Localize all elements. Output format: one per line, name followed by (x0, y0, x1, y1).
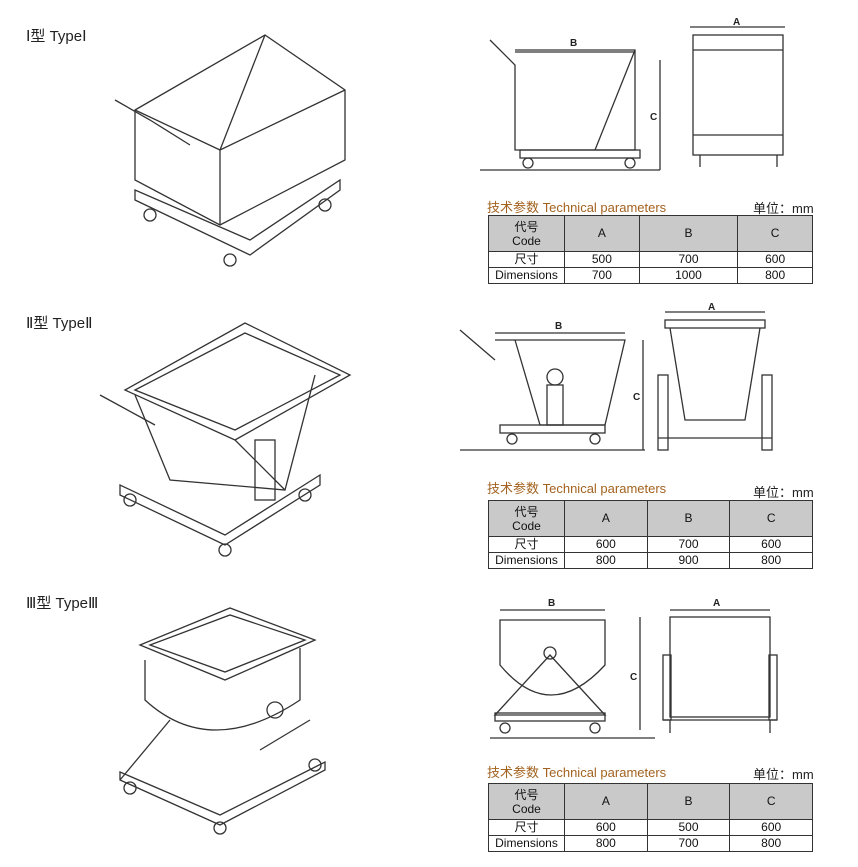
type-3-front-view: A (662, 598, 778, 733)
unit-label: 单位：mm (753, 767, 814, 782)
type-1-title: Ⅰ型 TypeⅠ (26, 28, 87, 45)
cell: 800 (737, 267, 813, 284)
col-b: B (646, 500, 731, 537)
col-c: C (729, 500, 813, 537)
svg-text:A: A (713, 598, 720, 609)
col-c: C (729, 783, 813, 820)
dim-label-cn: 尺寸 (488, 536, 565, 553)
svg-text:A: A (708, 302, 715, 313)
col-b: B (646, 783, 731, 820)
cell: 500 (646, 819, 731, 836)
cell: 800 (729, 552, 813, 569)
type-1-side-view: B C (480, 38, 661, 171)
col-c: C (737, 215, 813, 252)
cell: 700 (646, 835, 731, 852)
col-a: A (564, 500, 648, 537)
svg-text:B: B (548, 598, 555, 609)
cell: 600 (564, 536, 648, 553)
cell: 800 (729, 835, 813, 852)
svg-text:B: B (570, 38, 577, 49)
svg-text:A: A (733, 17, 740, 28)
unit-label: 单位：mm (753, 201, 814, 216)
col-a: A (564, 783, 648, 820)
col-b: B (638, 215, 739, 252)
svg-text:B: B (555, 321, 562, 332)
svg-text:C: C (630, 672, 637, 683)
dim-label-cn: 尺寸 (488, 251, 565, 268)
cell: 600 (737, 251, 813, 268)
type-2-front-view: A (657, 302, 773, 451)
cell: 600 (564, 819, 648, 836)
cell: 1000 (638, 267, 739, 284)
unit-label: 单位：mm (753, 485, 814, 500)
dim-label-en: Dimensions (488, 835, 565, 852)
type-3-side-view: B C (490, 598, 655, 739)
tech-params-title: 技术参数 Technical parameters (487, 481, 667, 496)
type-2-iso-drawing (99, 322, 352, 557)
dim-label-en: Dimensions (488, 267, 565, 284)
type-3-title: Ⅲ型 TypeⅢ (26, 595, 99, 612)
cell: 700 (646, 536, 731, 553)
dim-label-cn: 尺寸 (488, 819, 565, 836)
type-3-iso-drawing (119, 607, 326, 835)
cell: 800 (564, 552, 648, 569)
dim-label-en: Dimensions (488, 552, 565, 569)
type-2-side-view: B C (459, 321, 645, 451)
cell: 700 (564, 267, 640, 284)
type-2-title: Ⅱ型 TypeⅡ (26, 315, 93, 332)
cell: 500 (564, 251, 640, 268)
type-1-front-view: A (690, 17, 785, 167)
type-1-iso-drawing (114, 34, 346, 267)
cell: 700 (638, 251, 739, 268)
cell: 900 (646, 552, 731, 569)
svg-text:C: C (650, 112, 657, 123)
cell: 600 (729, 536, 813, 553)
tech-params-title: 技术参数 Technical parameters (487, 200, 667, 215)
svg-text:C: C (633, 392, 640, 403)
col-a: A (564, 215, 640, 252)
cell: 800 (564, 835, 648, 852)
tech-params-title: 技术参数 Technical parameters (487, 765, 667, 780)
cell: 600 (729, 819, 813, 836)
